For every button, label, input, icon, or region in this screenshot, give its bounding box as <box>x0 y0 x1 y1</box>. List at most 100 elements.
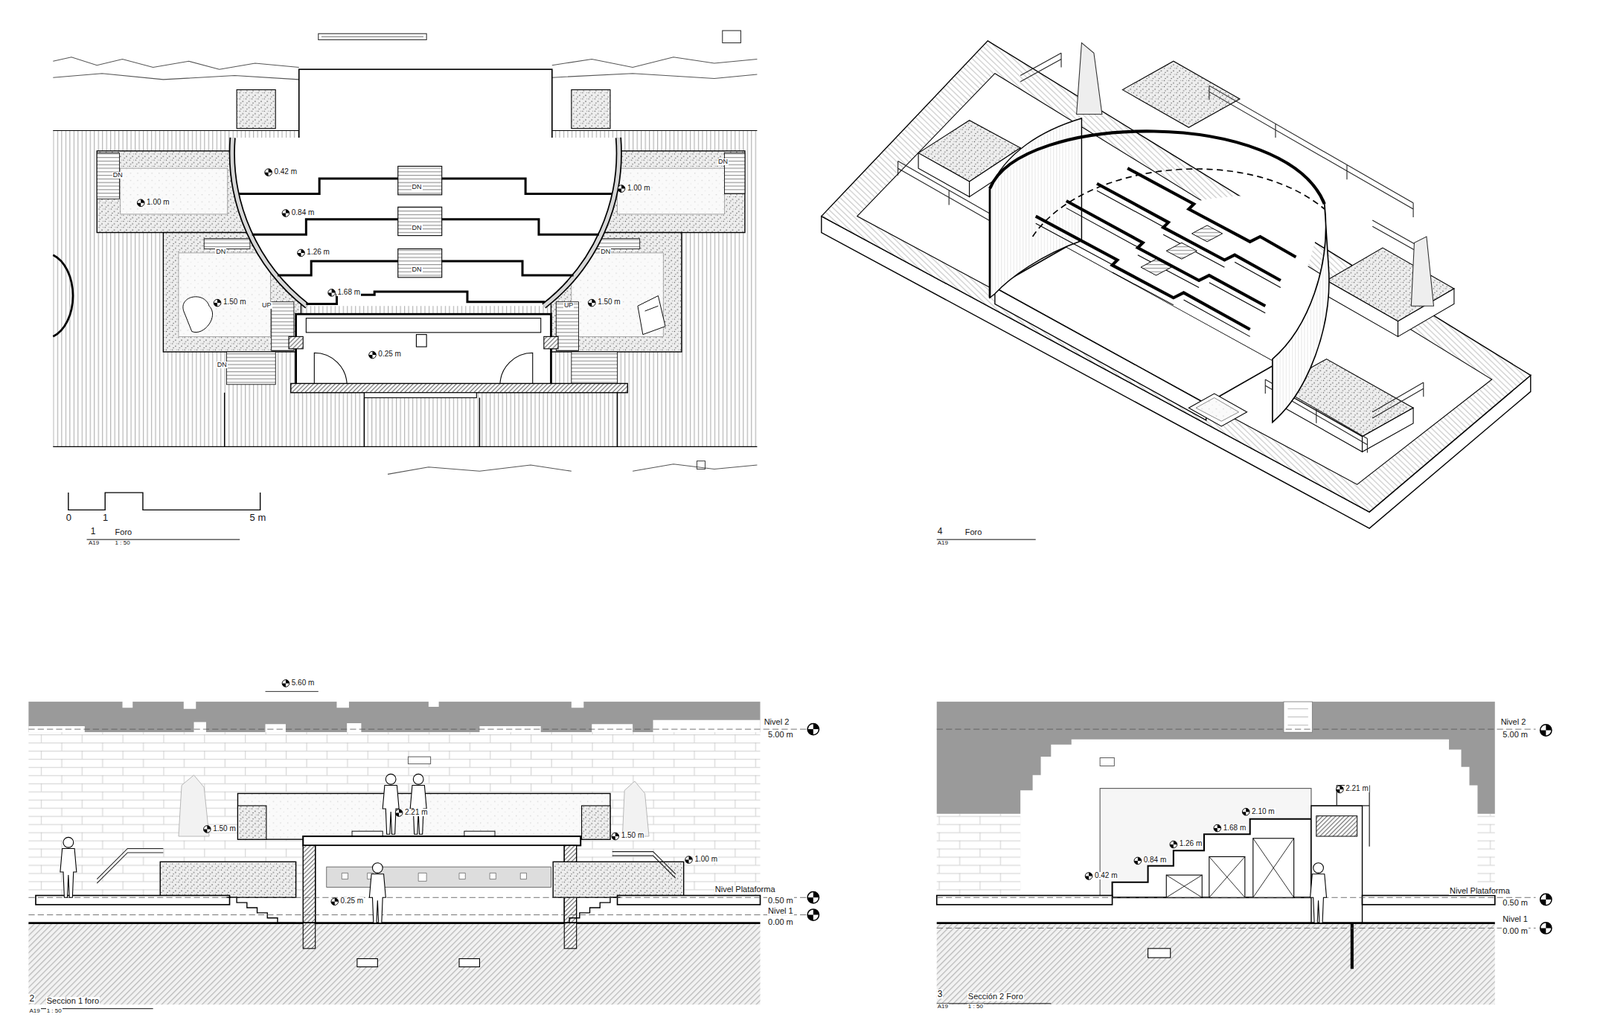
view-title: Foro <box>114 528 134 537</box>
section-two <box>1540 893 1552 905</box>
plan-view <box>305 318 541 333</box>
plan-view <box>697 461 706 470</box>
plan-view <box>416 334 427 347</box>
scale-ratio: 1 : 50 <box>46 1008 63 1015</box>
dimension-label: 1.50 m <box>212 825 237 833</box>
section-one <box>407 756 431 765</box>
plan-view <box>52 130 757 447</box>
section-one <box>28 922 760 925</box>
isometric-view <box>898 52 1424 453</box>
section-one <box>60 837 77 898</box>
isometric-view <box>1140 258 1172 276</box>
section-two <box>936 897 1536 899</box>
stair-label: DN <box>599 248 611 256</box>
section-two <box>1253 838 1295 899</box>
plan-view <box>398 248 443 277</box>
plan-view <box>722 30 742 43</box>
plan-view <box>52 30 757 540</box>
section-one <box>369 863 386 924</box>
scale-ratio: 1 : 50 <box>114 540 131 547</box>
section-one <box>28 729 806 731</box>
stair-label: DN <box>411 266 423 274</box>
plan-view <box>290 383 628 393</box>
section-two <box>1112 819 1312 899</box>
section-one <box>28 897 806 899</box>
section-one <box>611 832 620 841</box>
section-one <box>564 923 576 949</box>
plan-view <box>544 336 559 349</box>
sheet-reference: A19 <box>936 1003 949 1010</box>
level-label: 0.00 m <box>1501 927 1529 936</box>
plan-view <box>602 151 745 233</box>
plan-view <box>183 296 213 333</box>
section-two <box>1169 840 1178 849</box>
plan-view <box>398 165 443 195</box>
section-two <box>1253 838 1295 899</box>
sheet-reference: A19 <box>936 540 949 547</box>
section-two <box>1213 824 1222 832</box>
section-one <box>331 898 339 906</box>
section-one <box>96 848 675 884</box>
stair-label: DN <box>112 171 124 179</box>
section-two <box>1099 788 1312 899</box>
plan-view <box>52 448 757 479</box>
dimension-label: 0.84 m <box>1143 856 1168 864</box>
plan-view <box>52 392 757 448</box>
dimension-label: 1.26 m <box>1178 840 1204 848</box>
isometric-view <box>1192 225 1223 242</box>
plan-view <box>555 302 579 352</box>
view-title: Seccion 1 foro <box>46 997 100 1006</box>
plan-view <box>299 69 553 143</box>
section-two <box>1316 816 1358 837</box>
plan-view <box>120 168 228 215</box>
plan-view <box>232 137 620 306</box>
isometric-view <box>857 73 1493 485</box>
plan-view <box>321 36 424 38</box>
isometric-view <box>1035 190 1281 337</box>
isometric-view <box>1272 203 1330 422</box>
isometric-view <box>1195 398 1240 422</box>
section-two <box>1242 808 1250 816</box>
sheet-number: 3 <box>936 989 944 999</box>
plan-view <box>213 299 222 307</box>
view-title: Sección 2 Foro <box>967 992 1024 1001</box>
plan-view <box>571 90 611 129</box>
section-two <box>936 701 1552 1005</box>
isometric-view <box>989 130 1325 204</box>
isometric-view <box>1410 236 1434 306</box>
plan-view <box>136 199 145 207</box>
stair-label: DN <box>216 361 228 369</box>
dimension-label: 1.00 m <box>145 198 171 207</box>
section-one <box>28 701 760 733</box>
section-one <box>685 856 693 864</box>
section-one <box>237 805 266 840</box>
section-one <box>28 914 806 916</box>
plan-view <box>203 238 251 250</box>
plan-view <box>87 539 241 541</box>
dimension-label: 1.68 m <box>1222 824 1248 832</box>
scale-label: 1 <box>101 512 109 523</box>
scale-ratio: 1 : 50 <box>967 1003 984 1010</box>
isometric-view <box>994 288 1207 421</box>
dimension-label: 1.00 m <box>626 184 652 192</box>
section-two <box>1209 856 1246 898</box>
section-one <box>807 892 819 904</box>
isometric-view <box>821 40 1531 512</box>
sheet-number: 1 <box>90 526 97 536</box>
isometric-view <box>1166 242 1197 259</box>
section-one <box>395 809 403 818</box>
section-two <box>936 814 1021 896</box>
sheet-number: 2 <box>28 994 35 1004</box>
section-two <box>1310 863 1327 924</box>
isometric-view <box>989 118 1082 298</box>
section-one <box>357 959 378 968</box>
section-one <box>807 909 819 921</box>
dimension-label: 1.68 m <box>336 288 361 297</box>
isometric-view <box>1326 280 1399 337</box>
section-one <box>282 680 290 688</box>
section-two <box>1540 922 1552 934</box>
level-label: 0.50 m <box>1501 898 1529 908</box>
level-label: Nivel Plataforma <box>1448 887 1511 896</box>
section-two <box>1134 857 1142 865</box>
